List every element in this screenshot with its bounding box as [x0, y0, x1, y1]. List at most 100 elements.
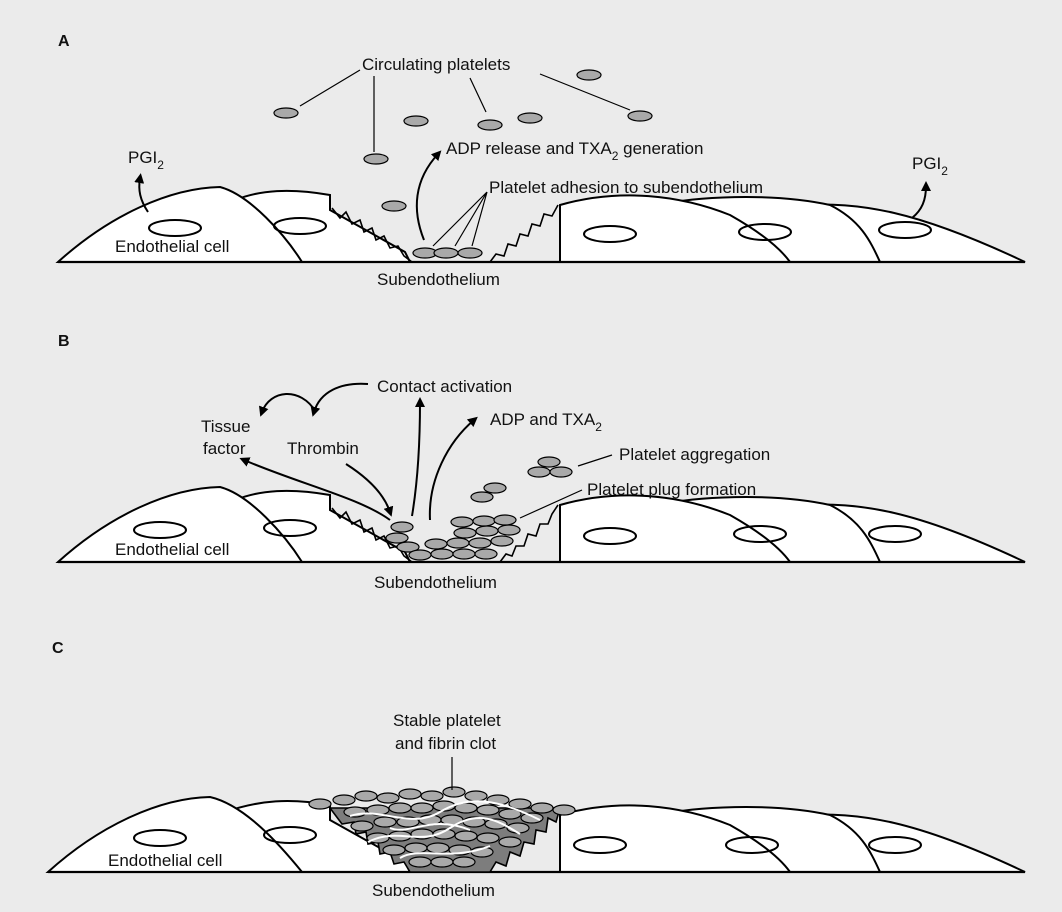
panel-a: A — [55, 33, 1026, 289]
platelet — [484, 818, 508, 830]
platelet — [403, 115, 429, 127]
platelet-fibrin-clot — [308, 786, 576, 873]
platelet — [549, 466, 573, 478]
injury-edge-b-right — [499, 504, 559, 563]
injury-edge-a-right — [489, 204, 559, 263]
nucleus-a-4 — [738, 223, 792, 241]
label-platelet-plug-formation: Platelet plug formation — [587, 480, 756, 499]
label-pgi2-right: PGI2 — [912, 154, 948, 178]
cell-c-3 — [559, 804, 792, 873]
platelet — [498, 836, 522, 848]
platelet — [472, 515, 496, 527]
platelet — [430, 548, 454, 560]
platelet-plug-b — [385, 514, 521, 561]
platelet — [350, 820, 374, 832]
platelet — [452, 856, 476, 868]
label-stable-2: and fibrin clot — [395, 734, 496, 753]
platelet — [433, 247, 459, 259]
platelet — [430, 856, 454, 868]
nucleus-a-3 — [583, 225, 637, 243]
platelet — [497, 524, 521, 536]
platelet — [537, 456, 561, 468]
platelet — [408, 856, 432, 868]
platelet — [273, 107, 299, 119]
nucleus-c-2 — [263, 826, 317, 844]
platelet — [477, 119, 503, 131]
pgi2-arrow-left — [134, 173, 149, 213]
platelet — [498, 808, 522, 820]
platelet — [332, 794, 356, 806]
adhered-platelets-a — [412, 247, 483, 259]
platelet — [354, 790, 378, 802]
label-platelet-aggregation: Platelet aggregation — [619, 445, 770, 464]
platelet — [376, 792, 400, 804]
platelet — [408, 549, 432, 561]
leader-adhesion — [432, 191, 488, 247]
nucleus-c-3 — [573, 836, 627, 854]
panel-b: B — [55, 333, 1026, 592]
fibrin-strand — [367, 817, 521, 843]
nucleus-b-3 — [583, 527, 637, 545]
platelet — [404, 842, 428, 854]
platelet — [410, 802, 434, 814]
platelet — [490, 535, 514, 547]
platelet — [382, 844, 406, 856]
label-adp-txa2: ADP and TXA2 — [490, 410, 602, 434]
endothelium-b — [55, 485, 1026, 564]
label-subendothelium-a: Subendothelium — [377, 270, 500, 289]
platelet — [530, 802, 554, 814]
platelet — [453, 527, 477, 539]
platelet — [308, 798, 332, 810]
leader-plug — [519, 489, 583, 519]
clot-platelets — [308, 786, 576, 868]
platelet — [468, 537, 492, 549]
label-endothelial-cell-a: Endothelial cell — [115, 237, 229, 256]
platelet — [476, 832, 500, 844]
platelet — [474, 548, 498, 560]
platelet — [452, 548, 476, 560]
leader-circulating — [299, 69, 631, 152]
label-tissue-1: Tissue — [201, 417, 250, 436]
platelet — [475, 525, 499, 537]
platelet — [432, 828, 456, 840]
label-endothelial-cell-b: Endothelial cell — [115, 540, 229, 559]
platelet — [390, 521, 414, 533]
platelet — [446, 537, 470, 549]
platelet — [424, 538, 448, 550]
label-pgi2-left: PGI2 — [128, 148, 164, 172]
nucleus-a-5 — [878, 221, 932, 239]
panel-c-letter: C — [52, 640, 64, 657]
platelet — [385, 532, 409, 544]
cell-a-1 — [55, 185, 304, 263]
nucleus-b-1 — [133, 521, 187, 539]
platelet — [493, 514, 517, 526]
label-platelet-adhesion: Platelet adhesion to subendothelium — [489, 178, 763, 197]
adp-arrow-a — [415, 150, 442, 241]
nucleus-a-2 — [273, 217, 327, 235]
label-subendothelium-b: Subendothelium — [374, 573, 497, 592]
thrombin-to-tissue-factor-arrow — [259, 393, 317, 417]
label-thrombin: Thrombin — [287, 439, 359, 458]
cell-a-3 — [559, 194, 792, 263]
contact-activation-arrow — [411, 397, 425, 517]
label-stable-1: Stable platelet — [393, 711, 501, 730]
platelet — [398, 788, 422, 800]
fibrin-strand — [399, 845, 491, 859]
platelet — [508, 798, 532, 810]
nucleus-c-4 — [725, 836, 779, 854]
platelet — [363, 153, 389, 165]
fibrin-strand — [349, 800, 541, 821]
fibrin-strands — [349, 800, 541, 859]
platelet — [388, 802, 412, 814]
endothelium-a — [55, 185, 1026, 264]
fibrin-strand — [389, 823, 471, 831]
pgi2-arrow-right — [911, 181, 931, 219]
platelet — [450, 516, 474, 528]
label-subendothelium-c: Subendothelium — [372, 881, 495, 900]
platelet — [483, 482, 507, 494]
nucleus-a-1 — [148, 219, 202, 237]
nucleus-b-2 — [263, 519, 317, 537]
platelet — [527, 466, 551, 478]
label-endothelial-cell-c: Endothelial cell — [108, 851, 222, 870]
